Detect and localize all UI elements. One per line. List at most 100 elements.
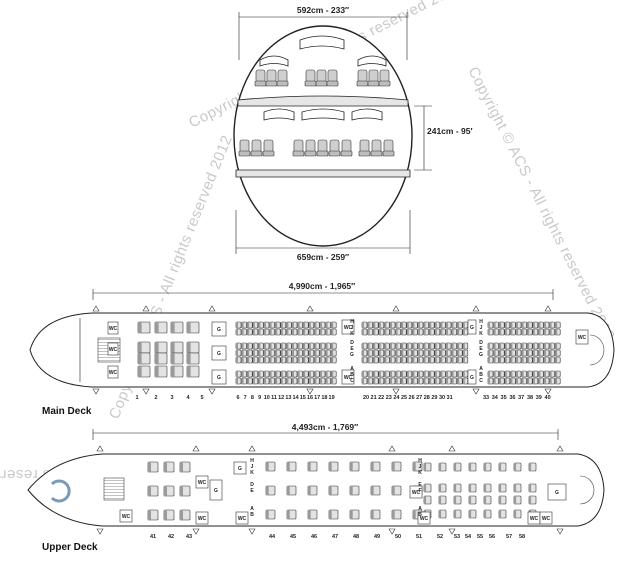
row-number: 3 <box>170 395 173 401</box>
seat-icon <box>325 349 331 357</box>
seat-icon <box>137 365 151 378</box>
seat-icon <box>297 328 303 336</box>
seat-icon <box>504 321 511 329</box>
seat-icon <box>423 328 429 336</box>
seat-letter: F <box>418 488 421 494</box>
seat-icon <box>438 509 447 519</box>
seat-icon <box>291 349 298 357</box>
seat-icon <box>391 485 402 496</box>
svg-text:WC: WC <box>412 490 421 496</box>
exit-arrow-icon <box>392 305 400 312</box>
seat-icon <box>147 461 159 473</box>
seat-icon <box>297 370 303 378</box>
seat-icon <box>263 342 270 350</box>
seat-icon <box>412 349 418 357</box>
seat-icon <box>315 69 328 87</box>
seat-icon <box>302 328 309 336</box>
seat-icon <box>451 356 457 364</box>
seat-icon <box>428 377 435 385</box>
seat-icon <box>417 342 424 350</box>
seat-icon <box>493 321 499 329</box>
upper-deck-rear-stairs <box>579 475 595 505</box>
seat-icon <box>504 328 511 336</box>
row-number: 12 <box>278 395 284 401</box>
seat-icon <box>412 321 418 329</box>
seat-icon <box>170 352 184 365</box>
seat-icon <box>453 483 462 493</box>
exit-arrow-icon <box>556 445 564 452</box>
seat-icon <box>554 370 561 378</box>
seat-icon <box>280 370 287 378</box>
seat-icon <box>340 139 353 157</box>
seat-icon <box>445 377 452 385</box>
seat-letter: B <box>250 512 254 518</box>
seat-icon <box>291 356 298 364</box>
lavatory: WC <box>409 485 423 499</box>
seat-icon <box>258 321 264 329</box>
seat-icon <box>532 370 539 378</box>
seat-icon <box>265 461 276 472</box>
seat-icon <box>258 349 264 357</box>
seat-icon <box>319 342 326 350</box>
seat-icon <box>549 342 555 350</box>
row-number: 55 <box>477 534 483 540</box>
seat-icon <box>395 328 401 336</box>
seat-icon <box>372 356 379 364</box>
seat-icon <box>297 349 303 357</box>
seat-icon <box>526 377 533 385</box>
seat-icon <box>423 342 429 350</box>
seat-icon <box>280 356 287 364</box>
seat-icon <box>428 349 435 357</box>
seat-icon <box>504 370 511 378</box>
seat-icon <box>493 328 499 336</box>
seat-letter: B <box>350 372 354 378</box>
galley: G <box>211 369 227 385</box>
seat-icon <box>378 370 385 378</box>
row-number: 4 <box>186 395 190 401</box>
seat-icon <box>498 370 505 378</box>
seat-icon <box>372 349 379 357</box>
seat-letter: J <box>251 464 254 470</box>
seat-icon <box>412 370 418 378</box>
seat-icon <box>274 349 281 357</box>
seat-icon <box>367 321 373 329</box>
seat-icon <box>302 349 309 357</box>
seat-icon <box>498 328 505 336</box>
seat-icon <box>254 69 267 87</box>
lavatory: WC <box>119 509 133 523</box>
seat-icon <box>328 139 341 157</box>
seat-icon <box>286 370 292 378</box>
seat-icon <box>147 509 159 521</box>
dim-label-upper-width: 592cm - 233″ <box>297 5 349 15</box>
seat-icon <box>302 377 309 385</box>
seat-icon <box>543 356 550 364</box>
row-number: 9 <box>258 395 261 401</box>
exit-arrow-icon <box>472 388 480 395</box>
seat-letter: E <box>350 346 354 352</box>
seat-letter: K <box>350 331 354 337</box>
seat-icon <box>370 139 383 157</box>
seat-icon <box>252 377 259 385</box>
seat-icon <box>349 461 360 472</box>
seat-icon <box>308 349 315 357</box>
seat-icon <box>526 356 533 364</box>
svg-text:WC: WC <box>109 347 118 353</box>
seat-icon <box>395 342 401 350</box>
seat-icon <box>513 483 522 493</box>
seat-icon <box>406 349 413 357</box>
seat-icon <box>179 509 191 521</box>
seat-icon <box>319 349 326 357</box>
lavatory: WC <box>107 321 119 335</box>
row-number: 44 <box>269 534 276 540</box>
seat-icon <box>395 370 401 378</box>
seat-icon <box>328 509 339 520</box>
seat-icon <box>513 509 522 519</box>
seat-icon <box>235 328 242 336</box>
seat-icon <box>434 370 441 378</box>
seat-letter: D <box>479 340 483 346</box>
seat-icon <box>291 370 298 378</box>
seat-icon <box>137 321 151 334</box>
lavatory: WC <box>195 475 209 489</box>
row-number: 23 <box>386 395 392 401</box>
